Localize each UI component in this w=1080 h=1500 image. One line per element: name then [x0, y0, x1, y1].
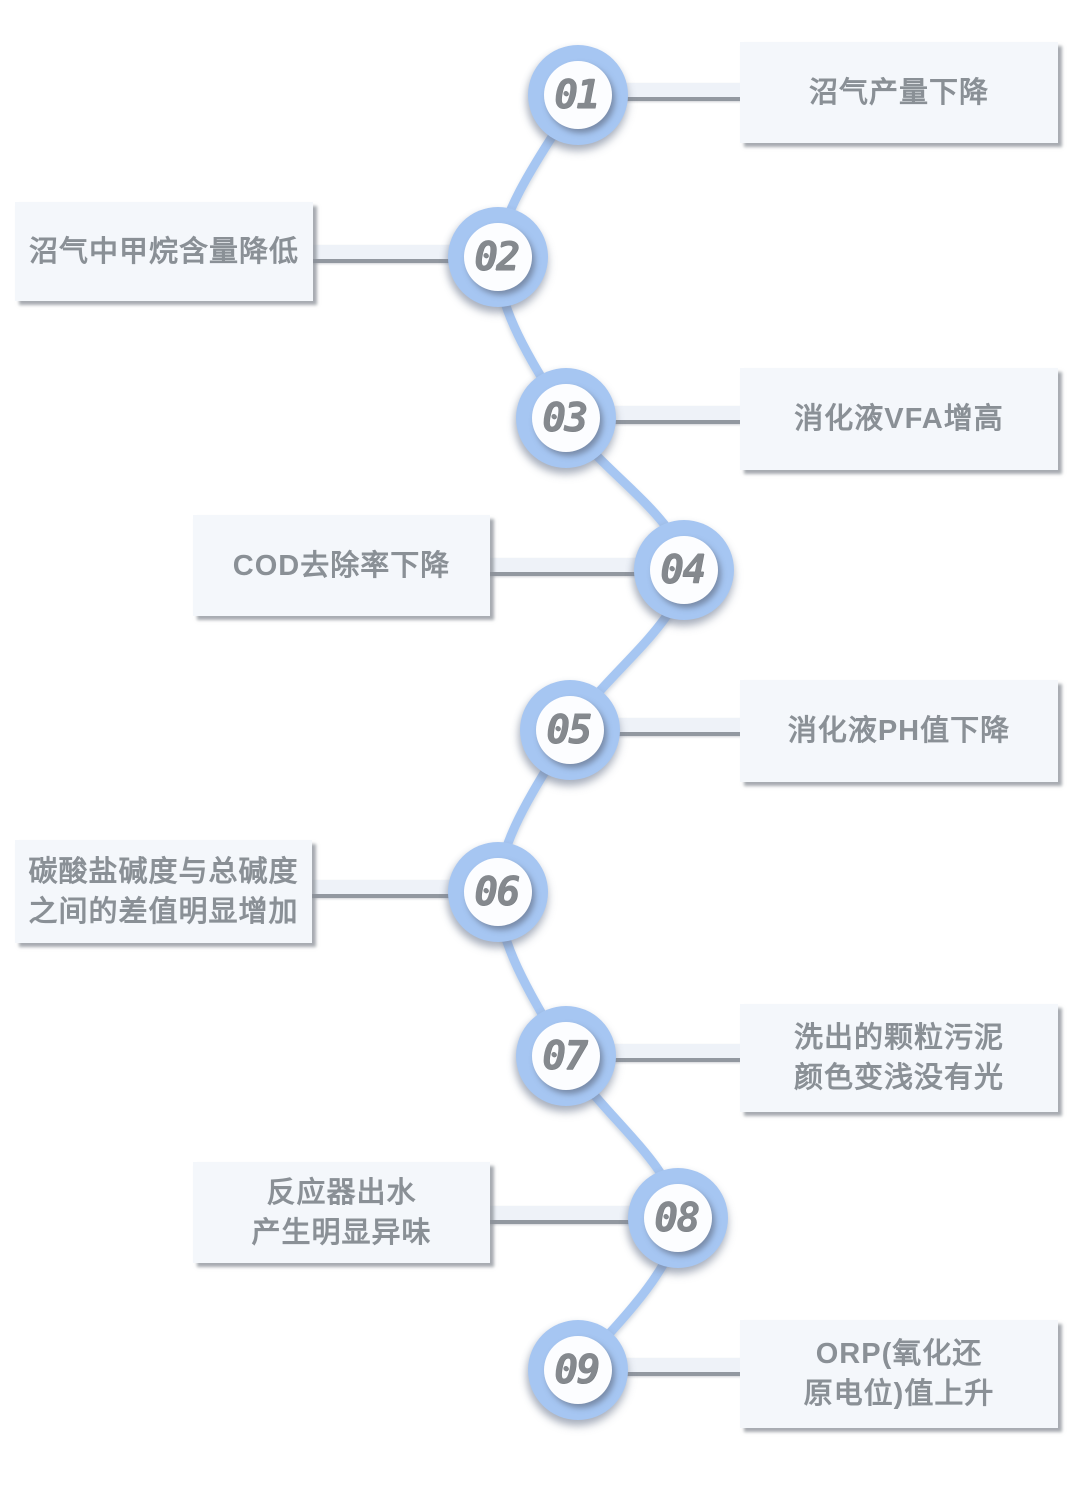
box-text-line: 洗出的颗粒污泥: [793, 1022, 1004, 1054]
step-circle-inner: 05: [536, 696, 604, 764]
text-box: 碳酸盐碱度与总碱度 之间的差值明显增加: [15, 840, 312, 943]
text-box: COD去除率下降: [193, 515, 490, 616]
step-circle-inner: 07: [532, 1022, 600, 1090]
box-text-line: 消化液PH值下降: [787, 715, 1011, 747]
connector-bar: [486, 1206, 634, 1224]
box-text-line: 沼气产量下降: [808, 76, 989, 109]
step-circle-inner: 08: [644, 1184, 712, 1252]
step-circle-inner: 06: [464, 858, 532, 926]
box-text-line: 反应器出水: [266, 1176, 417, 1209]
number-label: 06: [473, 869, 520, 915]
connector-bar: [308, 880, 454, 898]
text-box: ORP(氧化还 原电位)值上升: [740, 1320, 1058, 1428]
step-circle: 08: [628, 1168, 728, 1268]
connector-bar: [614, 83, 742, 101]
step-circle: 05: [520, 680, 620, 780]
number-label: 05: [545, 707, 592, 753]
connector-bar: [614, 1358, 742, 1376]
step-circle-inner: 02: [464, 223, 532, 291]
connector-bar: [602, 406, 742, 424]
text-box: 沼气中甲烷含量降低: [15, 202, 313, 301]
number-label: 07: [541, 1033, 588, 1079]
box-text-line: 颜色变浅没有光: [793, 1062, 1004, 1094]
number-label: 02: [473, 234, 520, 280]
text-box: 沼气产量下降: [740, 42, 1058, 143]
connector-bar: [486, 558, 640, 576]
step-circle: 06: [448, 842, 548, 942]
text-box: 消化液VFA增高: [740, 368, 1058, 470]
text-box: 反应器出水 产生明显异味: [193, 1162, 490, 1263]
connector-bar: [602, 1044, 742, 1062]
box-text-line: ORP(氧化还: [815, 1338, 983, 1370]
text-box: 洗出的颗粒污泥 颜色变浅没有光: [740, 1004, 1058, 1112]
box-text-line: COD去除率下降: [232, 549, 451, 582]
step-circle: 04: [634, 520, 734, 620]
number-label: 01: [553, 72, 600, 118]
box-text-line: 碳酸盐碱度与总碱度: [28, 855, 299, 888]
step-circle: 02: [448, 207, 548, 307]
box-text-line: 消化液VFA增高: [794, 403, 1004, 435]
box-text-line: 产生明显异味: [251, 1216, 432, 1249]
number-label: 08: [653, 1195, 700, 1241]
text-box: 消化液PH值下降: [740, 680, 1058, 782]
step-circle-inner: 01: [544, 61, 612, 129]
step-circle: 01: [528, 45, 628, 145]
step-circle: 09: [528, 1320, 628, 1420]
step-circle-inner: 09: [544, 1336, 612, 1404]
step-circle: 07: [516, 1006, 616, 1106]
box-text-line: 原电位)值上升: [803, 1378, 995, 1410]
box-text-line: 沼气中甲烷含量降低: [28, 235, 299, 268]
connector-bar: [606, 718, 742, 736]
number-label: 03: [541, 395, 588, 441]
step-circle: 03: [516, 368, 616, 468]
step-circle-inner: 04: [650, 536, 718, 604]
box-text-line: 之间的差值明显增加: [28, 895, 299, 928]
connector-bar: [308, 245, 454, 263]
number-label: 09: [553, 1347, 600, 1393]
number-label: 04: [659, 547, 706, 593]
step-circle-inner: 03: [532, 384, 600, 452]
